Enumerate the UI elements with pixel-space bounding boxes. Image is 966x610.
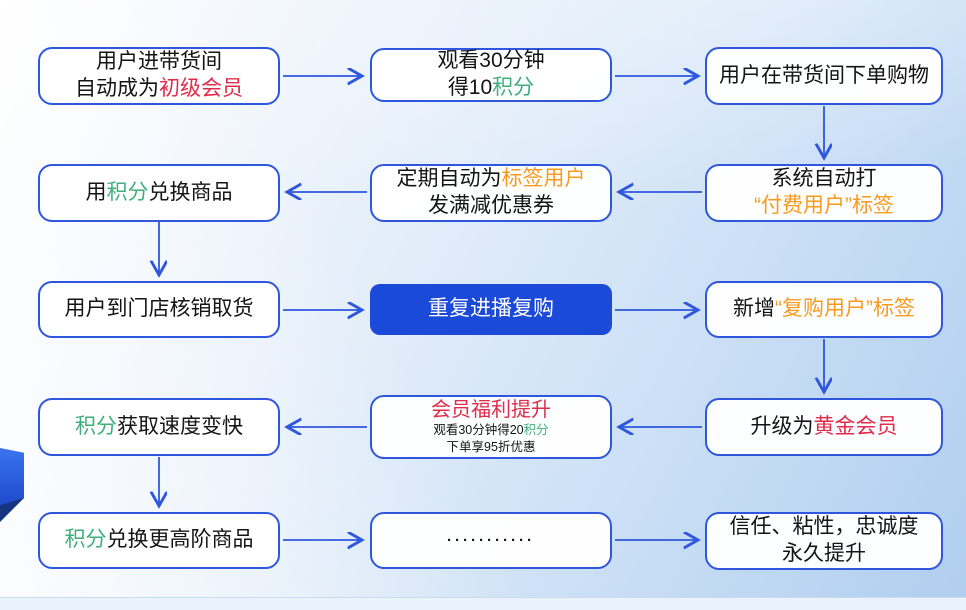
node-order-in-livestream: 用户在带货间下单购物 <box>705 47 943 105</box>
node-line: 用户到门店核销取货 <box>65 296 254 323</box>
text-segment-highlight: 重复进播复购 <box>428 297 554 321</box>
text-segment: 自动成为 <box>75 77 159 100</box>
node-enter-room-become-member: 用户进带货间 自动成为初级会员 <box>38 47 280 105</box>
node-store-pickup: 用户到门店核销取货 <box>38 281 280 338</box>
text-segment: 定期自动为 <box>396 167 502 191</box>
text-segment-points: 积分 <box>64 528 107 552</box>
node-line: 系统自动打 <box>772 166 877 193</box>
node-trust-loyalty: 信任、粘性，忠诚度 永久提升 <box>705 512 943 570</box>
text-segment: 观看30分钟得20 <box>433 422 524 437</box>
node-line: ··········· <box>447 531 535 550</box>
node-tag-repurchase-user: 新增“复购用户”标签 <box>705 281 943 338</box>
benefit-sub-line: 观看30分钟得20积分 <box>433 422 548 439</box>
node-line: 升级为黄金会员 <box>751 414 898 441</box>
node-line: 定期自动为标签用户 <box>397 166 586 193</box>
text-segment: 用 <box>85 180 107 204</box>
text-segment-points: 积分 <box>523 422 549 437</box>
node-redeem-points-goods: 用积分兑换商品 <box>38 164 280 222</box>
benefit-title: 会员福利提升 <box>431 399 551 422</box>
text-segment-gold-member: 黄金会员 <box>813 414 898 438</box>
text-segment: 升级为 <box>750 414 814 438</box>
text-segment: 系统自动打 <box>771 167 877 191</box>
text-segment: 得10 <box>447 76 493 99</box>
node-line: 用户进带货间 <box>96 49 222 76</box>
text-segment-ellipsis: ··········· <box>447 531 535 549</box>
node-line: “付费用户”标签 <box>754 193 894 220</box>
node-line: 重复进播复购 <box>428 296 554 323</box>
text-segment: 获取速度变快 <box>117 414 243 438</box>
node-points-faster: 积分获取速度变快 <box>38 398 280 456</box>
text-segment: 用户到门店核销取货 <box>64 297 254 321</box>
text-segment: 永久提升 <box>782 542 866 565</box>
node-line: 用积分兑换商品 <box>86 180 233 207</box>
node-line: 观看30分钟 <box>437 48 544 75</box>
node-redeem-higher-goods: 积分兑换更高阶商品 <box>38 512 280 569</box>
text-segment: 兑换商品 <box>148 180 233 204</box>
text-segment: 新增 <box>733 297 775 321</box>
text-segment-points: 积分 <box>492 76 535 99</box>
node-repeat-viewing-repurchase: 重复进播复购 <box>370 284 612 335</box>
text-segment-junior-member: 初级会员 <box>159 77 243 100</box>
node-line: 积分兑换更高阶商品 <box>65 527 254 554</box>
text-segment: 兑换更高阶商品 <box>106 528 254 552</box>
node-line: 信任、粘性，忠诚度 <box>730 514 919 541</box>
node-line: 自动成为初级会员 <box>75 76 243 103</box>
node-line: 永久提升 <box>782 541 866 568</box>
node-line: 新增“复购用户”标签 <box>733 296 915 323</box>
text-segment-points: 积分 <box>75 414 117 438</box>
node-watch-30min-earn-points: 观看30分钟 得10积分 <box>370 48 612 102</box>
node-ellipsis: ··········· <box>370 512 612 569</box>
node-line: 积分获取速度变快 <box>75 414 243 441</box>
node-line: 发满减优惠券 <box>428 193 554 220</box>
text-segment-tagged-users: 标签用户 <box>501 167 586 191</box>
text-segment-benefit-title: 会员福利提升 <box>431 398 551 421</box>
bottom-strip <box>0 597 966 610</box>
text-segment: 信任、粘性，忠诚度 <box>729 515 919 539</box>
text-segment: 发满减优惠券 <box>428 194 554 217</box>
text-segment: 下单享95折优惠 <box>446 439 536 454</box>
node-auto-coupon-tagged-users: 定期自动为标签用户 发满减优惠券 <box>370 164 612 222</box>
node-upgrade-gold-member: 升级为黄金会员 <box>705 398 943 456</box>
text-segment: 观看30分钟 <box>437 49 545 73</box>
text-segment: 用户进带货间 <box>96 50 222 74</box>
node-line: 用户在带货间下单购物 <box>719 63 929 90</box>
node-line: 得10积分 <box>448 75 534 102</box>
benefit-sub-line: 下单享95折优惠 <box>447 439 536 456</box>
text-segment-paying-user-tag: “付费用户”标签 <box>754 194 894 217</box>
text-segment-repurchase-user-tag: “复购用户”标签 <box>775 297 915 321</box>
node-system-tag-paying-user: 系统自动打 “付费用户”标签 <box>705 164 943 222</box>
left-edge-ribbon-decoration <box>0 448 24 508</box>
text-segment-points: 积分 <box>106 180 149 204</box>
node-member-benefits-boost: 会员福利提升 观看30分钟得20积分 下单享95折优惠 <box>370 395 612 459</box>
text-segment: 用户在带货间下单购物 <box>719 63 929 87</box>
